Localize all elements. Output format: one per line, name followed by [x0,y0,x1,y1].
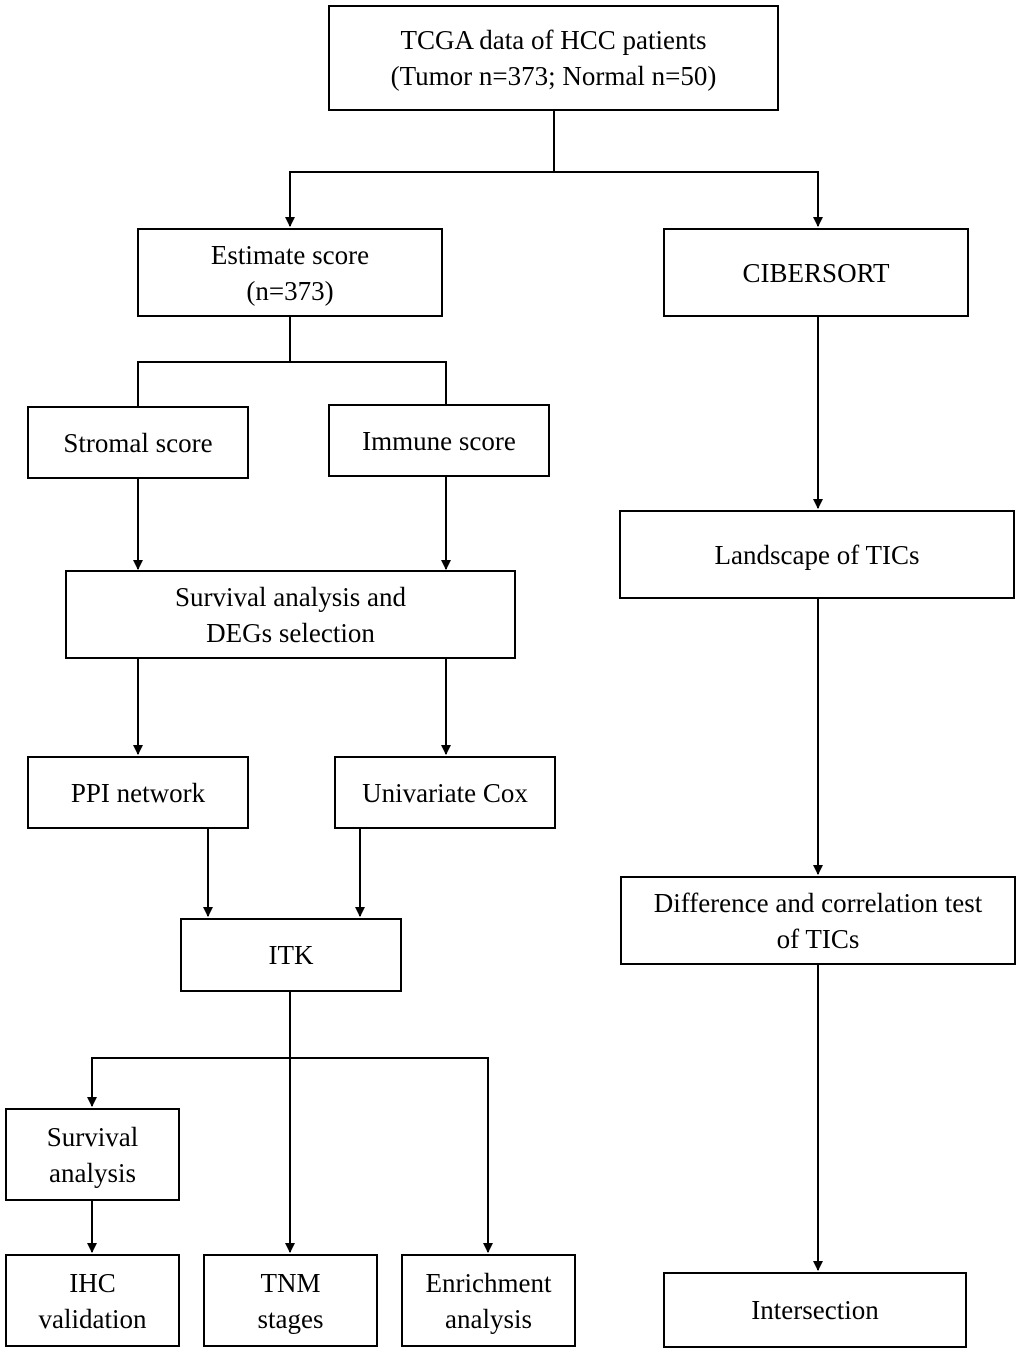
edge-estimate-to-stromal [137,316,291,406]
node-ppi-network-label: PPI network [70,777,206,808]
node-immune-score: Immune score [328,404,550,477]
node-tcga-data: TCGA data of HCC patients (Tumor n=373; … [328,5,779,111]
node-difference-correlation: Difference and correlation test of TICs [620,876,1016,965]
node-estimate-score: Estimate score (n=373) [137,228,443,317]
node-itk-label: ITK [268,940,314,970]
edge-itk-to-survival [87,992,291,1107]
node-itk: ITK [180,918,402,992]
node-ihc-validation: IHC validation [5,1254,180,1347]
node-difference-correlation-label: Difference and correlation test of TICs [653,887,983,954]
edge-itk-to-enrichment [290,1057,493,1253]
node-survival-analysis-label: Survival analysis [46,1121,139,1188]
node-immune-score-label: Immune score [362,425,516,456]
node-estimate-score-label: Estimate score (n=373) [210,239,370,306]
node-intersection: Intersection [663,1272,967,1348]
node-survival-analysis: Survival analysis [5,1108,180,1201]
node-landscape-tics: Landscape of TICs [619,510,1015,599]
node-survival-degs-label: Survival analysis and DEGs selection [175,581,406,648]
node-univariate-cox-label: Univariate Cox [362,777,528,808]
node-tnm-stages-label: TNM stages [257,1267,324,1334]
node-stromal-score: Stromal score [27,406,249,479]
node-cibersort-label: CIBERSORT [742,257,890,288]
node-enrichment-analysis-label: Enrichment analysis [425,1267,552,1334]
node-survival-degs: Survival analysis and DEGs selection [65,570,516,659]
node-enrichment-analysis: Enrichment analysis [401,1254,576,1347]
node-ppi-network: PPI network [27,756,249,829]
node-cibersort: CIBERSORT [663,228,969,317]
node-intersection-label: Intersection [751,1295,879,1325]
node-univariate-cox: Univariate Cox [334,756,556,829]
node-ihc-validation-label: IHC validation [38,1267,147,1334]
node-tcga-data-label: TCGA data of HCC patients (Tumor n=373; … [390,25,717,91]
edge-tcga-to-cibersort [554,171,823,227]
node-tnm-stages: TNM stages [203,1254,378,1347]
edge-estimate-to-immune [290,361,447,406]
edge-tcga-to-estimate [285,110,555,227]
node-landscape-tics-label: Landscape of TICs [714,539,920,570]
node-stromal-score-label: Stromal score [63,427,213,458]
